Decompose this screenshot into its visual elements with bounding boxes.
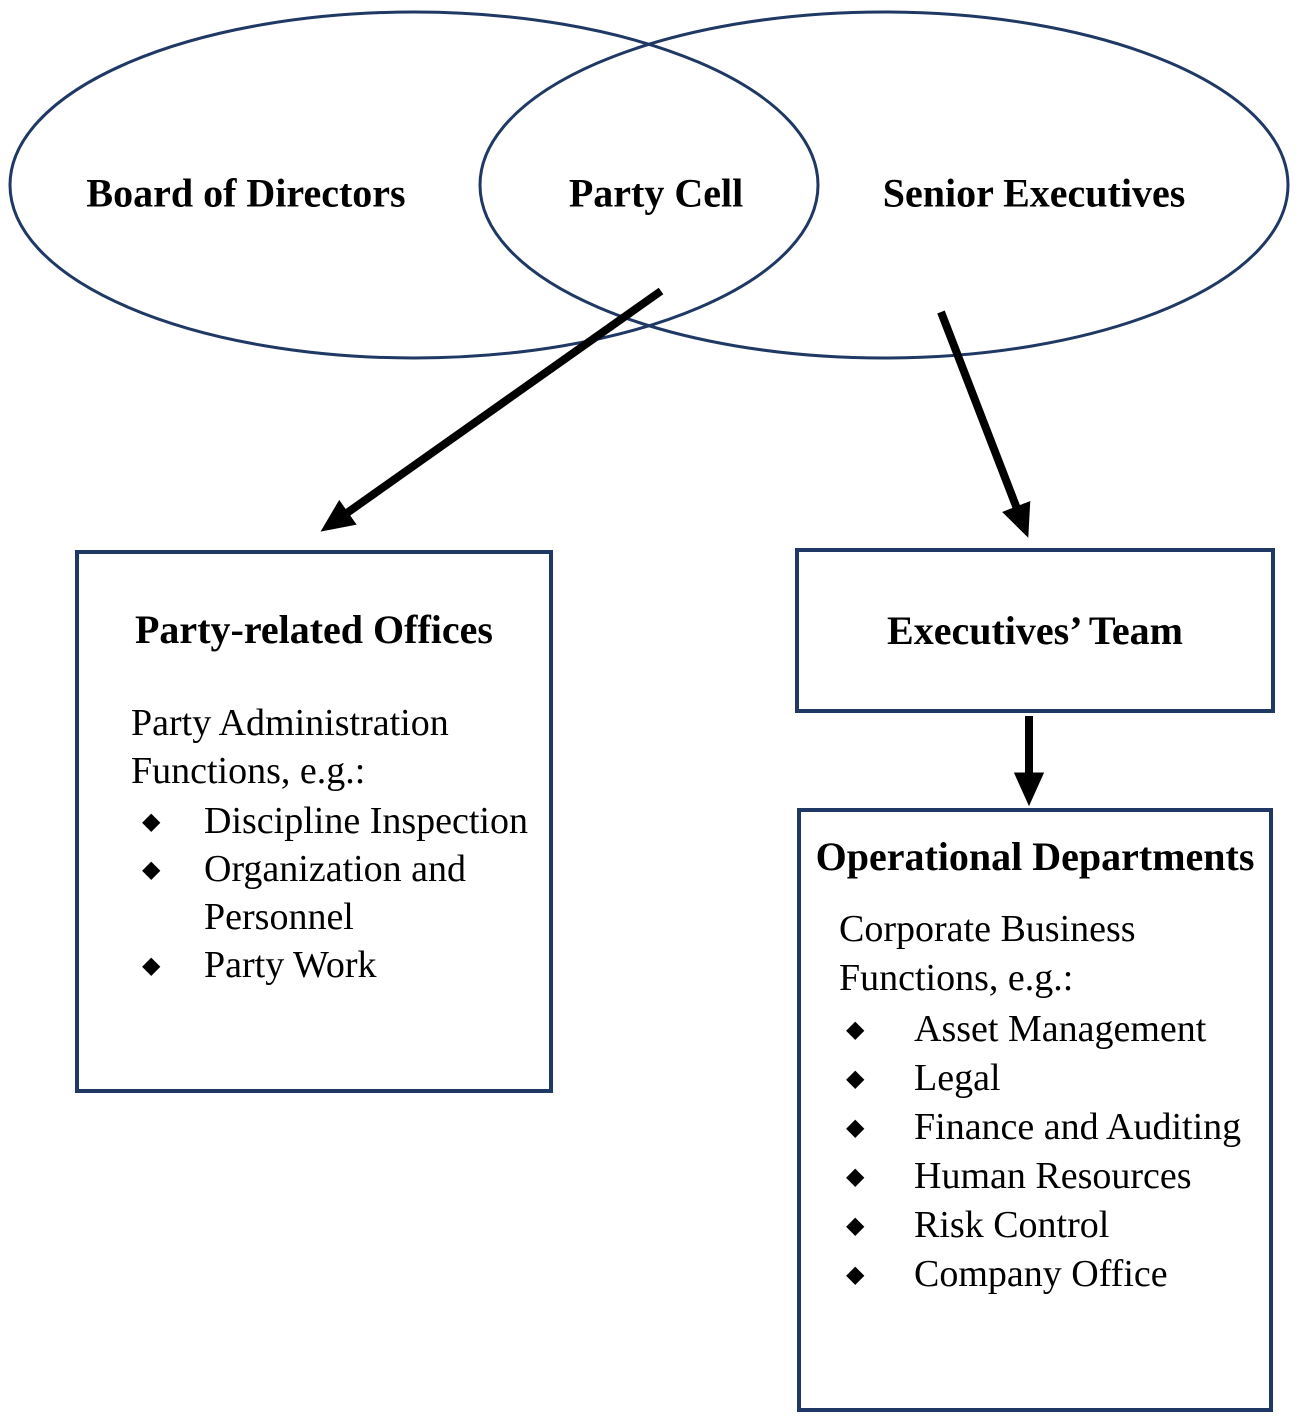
list-item-label: Risk Control bbox=[914, 1204, 1110, 1246]
list-item-label: Finance and Auditing bbox=[914, 1106, 1242, 1148]
list-item: ◆ Discipline Inspection bbox=[142, 797, 541, 845]
bullet-diamond-icon: ◆ bbox=[846, 1064, 865, 1092]
bullet-diamond-icon: ◆ bbox=[846, 1113, 865, 1141]
list-item: ◆ Legal bbox=[846, 1054, 1261, 1103]
corporate-business-intro: Corporate Business Functions, e.g.: bbox=[839, 908, 1136, 999]
list-item: ◆ Company Office bbox=[846, 1250, 1261, 1299]
operational-departments-title: Operational Departments bbox=[815, 834, 1255, 879]
venn-ellipse-board-of-directors bbox=[8, 10, 820, 360]
party-related-offices-title: Party-related Offices bbox=[135, 607, 493, 652]
executives-team-title: Executives’ Team bbox=[887, 607, 1183, 653]
list-item: ◆ Asset Management bbox=[846, 1005, 1261, 1054]
list-item: ◆ Risk Control bbox=[846, 1201, 1261, 1250]
executives-team-box: Executives’ Team bbox=[795, 548, 1275, 713]
bullet-diamond-icon: ◆ bbox=[846, 1211, 865, 1239]
party-related-offices-box: Party-related Offices Party Administrati… bbox=[75, 550, 553, 1093]
bullet-diamond-icon: ◆ bbox=[846, 1015, 865, 1043]
operational-departments-box: Operational Departments Corporate Busine… bbox=[797, 808, 1273, 1412]
venn-ellipse-senior-executives bbox=[478, 10, 1290, 360]
list-item-label: Organization and Personnel bbox=[204, 848, 467, 938]
list-item-label: Company Office bbox=[914, 1253, 1168, 1295]
party-functions-list: ◆ Discipline Inspection ◆ Organization a… bbox=[142, 797, 541, 989]
bullet-diamond-icon: ◆ bbox=[846, 1162, 865, 1190]
arrow-senior-executives-to-executives-team bbox=[937, 310, 1031, 538]
bullet-diamond-icon: ◆ bbox=[142, 807, 161, 835]
party-administration-intro: Party Administration Functions, e.g.: bbox=[131, 702, 449, 792]
bullet-diamond-icon: ◆ bbox=[142, 951, 161, 979]
corporate-functions-list: ◆ Asset Management ◆ Legal ◆ Finance and… bbox=[846, 1005, 1261, 1299]
list-item-label: Party Work bbox=[204, 944, 377, 986]
bullet-diamond-icon: ◆ bbox=[142, 855, 161, 883]
venn-label-senior-executives: Senior Executives bbox=[882, 170, 1186, 216]
list-item-label: Discipline Inspection bbox=[204, 800, 528, 842]
list-item: ◆ Organization and Personnel bbox=[142, 845, 541, 941]
venn-label-party-cell: Party Cell bbox=[568, 170, 744, 216]
arrow-party-cell-to-party-offices bbox=[320, 287, 664, 532]
list-item: ◆ Finance and Auditing bbox=[846, 1103, 1261, 1152]
list-item-label: Asset Management bbox=[914, 1008, 1207, 1050]
venn-label-board-of-directors: Board of Directors bbox=[86, 170, 406, 216]
list-item-label: Human Resources bbox=[914, 1155, 1192, 1197]
list-item-label: Legal bbox=[914, 1057, 1001, 1099]
bullet-diamond-icon: ◆ bbox=[846, 1260, 865, 1288]
list-item: ◆ Party Work bbox=[142, 941, 541, 989]
list-item: ◆ Human Resources bbox=[846, 1152, 1261, 1201]
